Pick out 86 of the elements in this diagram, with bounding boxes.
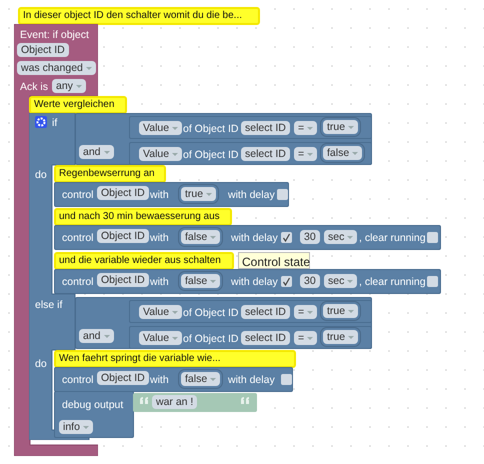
block-label: with: [150, 373, 169, 387]
control-block: [54, 225, 441, 250]
block-label: , clear running: [359, 231, 426, 245]
block-label: do: [35, 357, 47, 371]
comment-bubble: [18, 7, 260, 25]
block-label: with: [150, 275, 169, 289]
comment-bubble: [54, 208, 232, 226]
field-pill: select ID: [241, 305, 290, 319]
block-label: else if: [35, 298, 62, 312]
block-label: , clear running: [359, 275, 426, 289]
field-pill: Object ID: [97, 186, 149, 200]
field-pill: select ID: [241, 331, 290, 345]
comment-text: In dieser object ID den schalter womit du die be...: [22, 9, 244, 23]
control-block: [54, 182, 289, 207]
dropdown: true: [323, 330, 358, 344]
field-pill: 30: [300, 274, 320, 288]
block-label: of Object ID: [183, 332, 238, 346]
block-label: with delay: [231, 231, 278, 245]
block-label: if: [52, 116, 58, 130]
field-pill: select ID: [241, 147, 290, 161]
dropdown: Value: [139, 331, 182, 345]
tooltip-text: Control state: [241, 255, 312, 269]
dropdown: Value: [139, 121, 182, 135]
compare-block: [129, 142, 372, 165]
block-label: control: [62, 275, 94, 289]
dropdown: Value: [139, 305, 182, 319]
field-pill: war an !: [152, 395, 198, 409]
block-label: with delay: [231, 275, 278, 289]
dropdown: sec: [324, 230, 358, 244]
control-block: [54, 367, 293, 392]
comment-text: Regenbewserrung an: [58, 167, 156, 181]
comment-text: und die variable wieder aus schalten: [58, 254, 222, 268]
dropdown: false: [181, 230, 220, 244]
dropdown: false: [181, 372, 220, 386]
compare-block: [129, 326, 372, 349]
block-label: of Object ID: [183, 122, 238, 136]
dropdown: and: [79, 145, 114, 159]
dropdown: false: [323, 146, 362, 160]
block-label: with: [150, 188, 169, 202]
dropdown: Value: [139, 147, 182, 161]
comment-bubble: [29, 96, 127, 114]
dropdown: true: [323, 304, 358, 318]
block-label: debug output: [62, 398, 124, 412]
dropdown: was changed: [17, 61, 96, 75]
compare-block: [129, 300, 372, 323]
text-block: [133, 393, 257, 412]
field-pill: 30: [300, 230, 320, 244]
dropdown: =: [294, 121, 318, 135]
block-label: Event: if object: [20, 28, 89, 42]
dropdown: any: [52, 79, 86, 93]
tooltip: [238, 252, 310, 269]
comment-bubble: [54, 252, 234, 270]
debug-block: [54, 391, 134, 438]
dropdown: sec: [324, 274, 358, 288]
block-label: Ack is: [20, 80, 48, 94]
block-label: of Object ID: [183, 306, 238, 320]
and-block: [75, 297, 372, 349]
block-label: do: [35, 168, 47, 182]
block-label: with: [150, 231, 169, 245]
field-pill: select ID: [241, 121, 290, 135]
field-pill: Object ID: [17, 43, 69, 57]
comment-bubble: [54, 350, 296, 368]
dropdown: =: [294, 305, 318, 319]
block-label: control: [62, 373, 94, 387]
field-pill: Object ID: [97, 229, 149, 243]
block-label: control: [62, 188, 94, 202]
control-block: [54, 269, 441, 294]
block-label: with delay: [228, 373, 275, 387]
block-label: control: [62, 231, 94, 245]
dropdown: =: [294, 147, 318, 161]
field-pill: Object ID: [97, 371, 149, 385]
and-block: [75, 113, 372, 165]
field-pill: Object ID: [97, 273, 149, 287]
comment-text: Wen faehrt springt die variable wie...: [58, 352, 222, 366]
dropdown: and: [79, 329, 114, 343]
comment-bubble: [54, 165, 166, 183]
dropdown: false: [181, 274, 220, 288]
dropdown: true: [323, 120, 358, 134]
dropdown: =: [294, 331, 318, 345]
dropdown: info: [59, 420, 93, 434]
comment-text: und nach 30 min bewaesserung aus: [58, 210, 221, 224]
compare-block: [129, 116, 372, 139]
comment-text: Werte vergleichen: [33, 98, 116, 112]
block-label: of Object ID: [183, 148, 238, 162]
dropdown: true: [181, 187, 216, 201]
block-label: with delay: [228, 188, 275, 202]
